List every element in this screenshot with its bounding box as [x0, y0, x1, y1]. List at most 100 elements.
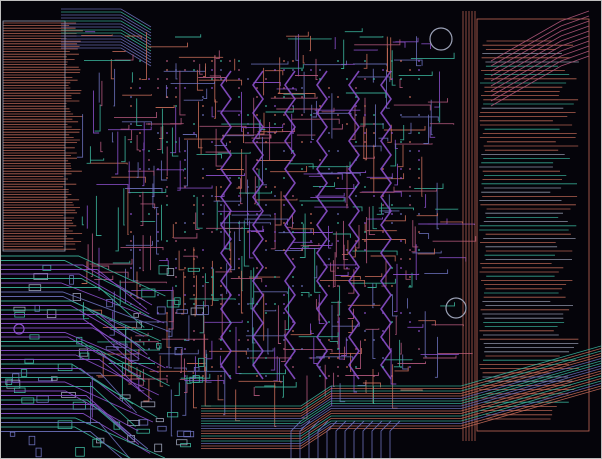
bga-trace	[410, 52, 455, 60]
bga-trace	[198, 79, 243, 86]
component-pad	[36, 395, 49, 403]
bga-trace	[196, 153, 222, 159]
bga-trace	[364, 128, 367, 161]
bga-pad	[220, 213, 222, 215]
bga-trace	[332, 124, 343, 130]
bga-pad	[355, 141, 357, 143]
bga-trace	[390, 143, 397, 167]
bga-trace	[372, 329, 376, 359]
bga-pad	[418, 60, 420, 62]
bga-pad	[283, 204, 285, 206]
diagonal-trace	[490, 10, 590, 62]
bga-pad	[148, 213, 150, 215]
bga-trace	[81, 34, 113, 36]
bga-trace	[247, 225, 264, 232]
bga-trace	[111, 176, 146, 183]
bus-trace	[201, 363, 601, 424]
diagonal-trace	[490, 35, 590, 87]
bga-trace	[429, 126, 436, 138]
bga-trace	[127, 188, 167, 193]
bga-trace	[108, 126, 152, 131]
bga-pad	[274, 123, 276, 125]
diagonal-trace	[1, 314, 148, 355]
bga-pad	[292, 330, 294, 332]
bga-pad	[292, 150, 294, 152]
bga-pad	[130, 141, 132, 143]
bga-pad	[202, 249, 204, 251]
bottom-left-components	[1, 255, 209, 458]
bga-pad	[256, 159, 258, 161]
bga-trace	[215, 200, 218, 231]
bus-trace	[201, 345, 601, 407]
bga-pad	[175, 312, 177, 314]
bga-pad	[202, 96, 204, 98]
bga-trace	[204, 320, 243, 323]
bga-pad	[193, 330, 195, 332]
bga-pad	[319, 357, 321, 359]
bga-pad	[283, 60, 285, 62]
bga-pad	[337, 375, 339, 377]
bga-pad	[139, 267, 141, 269]
bga-pad	[220, 294, 222, 296]
bga-pad	[301, 249, 303, 251]
bga-pad	[328, 168, 330, 170]
bga-pad	[373, 303, 375, 305]
bga-pad	[130, 294, 132, 296]
bga-pad	[337, 96, 339, 98]
bga-trace	[315, 192, 345, 197]
bga-pad	[400, 168, 402, 170]
bga-trace	[128, 161, 131, 194]
bga-pad	[148, 168, 150, 170]
bga-trace	[299, 213, 306, 258]
diagonal-trace	[1, 390, 139, 432]
mounting-holes	[13, 27, 467, 335]
bga-pad	[247, 357, 249, 359]
bga-pad	[229, 294, 231, 296]
bga-trace	[156, 169, 185, 172]
diagonal-trace	[1, 287, 145, 328]
bga-trace	[440, 302, 455, 307]
bga-trace	[199, 125, 247, 129]
bga-trace	[344, 28, 363, 33]
bga-trace	[120, 124, 130, 130]
component-pad	[9, 431, 16, 437]
bga-pad	[310, 69, 312, 71]
bga-pad	[283, 195, 285, 197]
bga-pad	[175, 258, 177, 260]
bga-trace	[264, 309, 277, 312]
bga-trace	[353, 371, 357, 393]
component-pad	[133, 313, 139, 318]
bus-trace	[201, 360, 601, 422]
bga-pad	[202, 276, 204, 278]
bus-trace	[380, 420, 392, 458]
bga-trace	[315, 58, 318, 80]
bga-pad	[184, 222, 186, 224]
bga-pad	[283, 96, 285, 98]
bga-trace	[295, 36, 299, 61]
component-pad	[138, 419, 149, 426]
bga-trace	[334, 271, 349, 276]
bga-pad	[391, 132, 393, 134]
bga-pad	[409, 285, 411, 287]
bga-pad	[337, 366, 339, 368]
component-pad	[141, 288, 156, 298]
bga-trace	[418, 233, 430, 239]
bga-trace	[241, 124, 284, 128]
bga-trace	[90, 158, 105, 161]
bga-trace	[186, 375, 192, 384]
bga-trace	[179, 70, 186, 116]
bga-pad	[355, 150, 357, 152]
bga-trace	[131, 286, 174, 291]
bga-pad	[247, 78, 249, 80]
bga-trace	[304, 60, 347, 66]
diagonal-trace	[1, 381, 154, 423]
bga-trace	[372, 68, 375, 83]
bga-trace	[302, 223, 310, 248]
bga-trace	[310, 323, 314, 334]
bga-trace	[340, 276, 361, 280]
bga-trace	[312, 100, 317, 118]
bus-trace	[201, 353, 601, 414]
bga-pad	[418, 69, 420, 71]
bga-pad	[292, 222, 294, 224]
diagonal-trace	[1, 404, 140, 445]
